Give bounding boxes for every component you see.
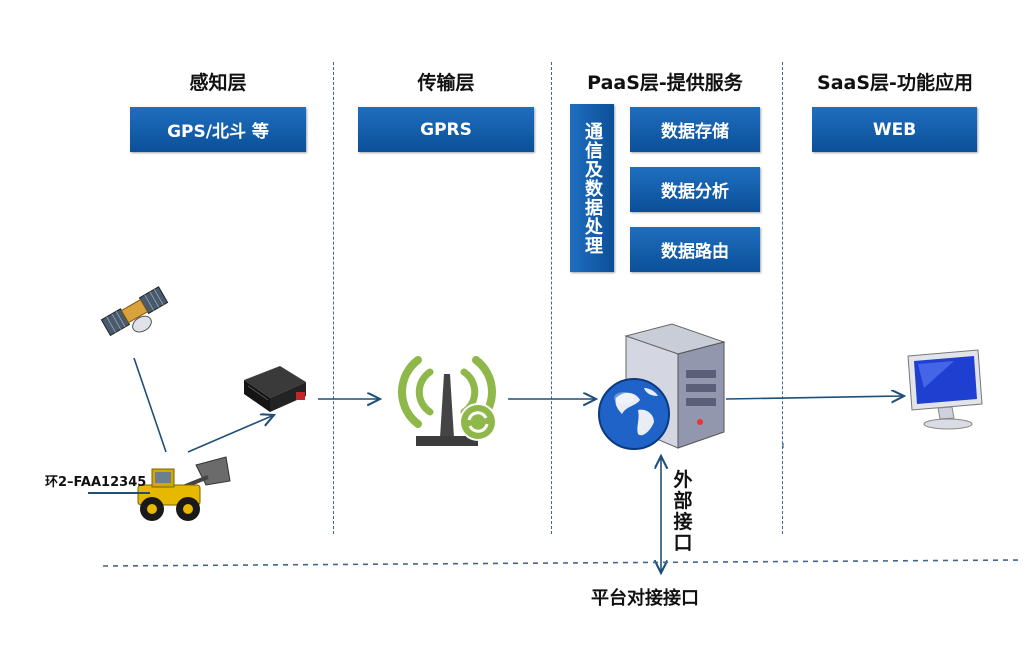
satellite-icon: [100, 286, 169, 337]
external-interface-label: 外部接口: [673, 469, 693, 554]
service-label: 数据存储: [661, 122, 729, 142]
header-sensing-layer: 感知层: [189, 72, 247, 94]
comm-data-processing-label: 通信及数据处理: [582, 121, 603, 255]
gprs-label: GPRS: [420, 119, 472, 140]
comm-data-processing-box: 通信及数据处理: [570, 104, 614, 272]
gps-beidou-label: GPS/北斗 等: [167, 122, 269, 142]
web-label: WEB: [872, 119, 917, 140]
separator-2: [551, 62, 552, 534]
header-paas-layer: PaaS层-提供服务: [587, 72, 743, 94]
gps-beidou-box: GPS/北斗 等: [130, 107, 306, 152]
monitor-icon: [907, 349, 983, 430]
gprs-box: GPRS: [358, 107, 534, 152]
globe-icon: [598, 378, 670, 450]
separator-3: [782, 62, 783, 534]
satellite-to-loader-line: [133, 357, 167, 453]
service-box-storage: 数据存储: [630, 107, 760, 152]
loader-to-tracker-arrow: [187, 415, 274, 453]
platform-dashed-line: [102, 559, 1021, 567]
service-box-analysis: 数据分析: [630, 167, 760, 212]
server-to-monitor-arrow: [725, 396, 904, 399]
header-transport-layer: 传输层: [417, 72, 475, 94]
web-box: WEB: [812, 107, 977, 152]
vehicle-id-label: 环2–FAA12345: [45, 475, 147, 490]
separator-1: [333, 62, 334, 534]
platform-interface-label: 平台对接接口: [591, 588, 699, 609]
header-saas-layer: SaaS层-功能应用: [817, 72, 973, 94]
loader-vehicle-icon: [137, 456, 231, 521]
service-label: 数据路由: [661, 242, 729, 262]
vehicle-id-underline: [88, 492, 150, 494]
gps-tracker-icon: [244, 366, 306, 412]
service-box-routing: 数据路由: [630, 227, 760, 272]
antenna-icon: [398, 356, 497, 446]
service-label: 数据分析: [661, 182, 729, 202]
